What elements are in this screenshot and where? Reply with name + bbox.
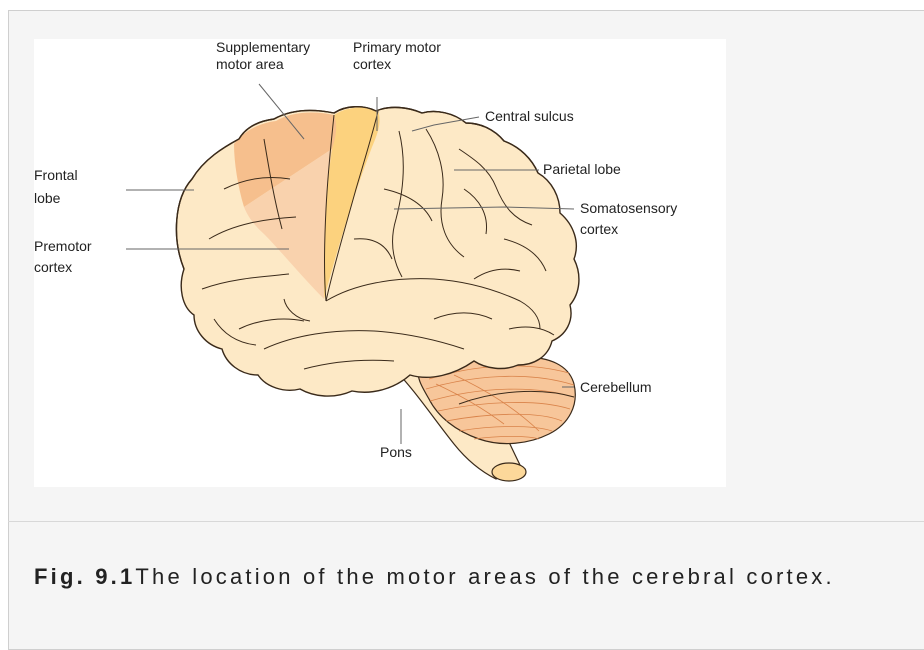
label-somatosensory-cortex-line2: cortex	[580, 221, 618, 237]
brain-diagram: Supplementary motor area Primary motor c…	[34, 39, 726, 487]
label-somatosensory-cortex-line1: Somatosensory	[580, 200, 677, 216]
caption-text: The location of the motor areas of the c…	[135, 564, 834, 589]
brainstem-cut	[492, 463, 526, 481]
label-primary-motor-cortex-line2: cortex	[353, 56, 391, 72]
label-premotor-cortex-line2: cortex	[34, 259, 72, 275]
caption-figure-number: Fig. 9.1	[34, 564, 135, 589]
label-primary-motor-cortex-line1: Primary motor	[353, 39, 441, 55]
label-cerebellum: Cerebellum	[580, 379, 652, 395]
label-supplementary-motor-area-line2: motor area	[216, 56, 284, 72]
label-parietal-lobe: Parietal lobe	[543, 161, 621, 177]
figure-caption: Fig. 9.1The location of the motor areas …	[34, 564, 835, 590]
brain-illustration: Supplementary motor area Primary motor c…	[34, 39, 726, 487]
label-supplementary-motor-area-line1: Supplementary	[216, 39, 310, 55]
caption-divider	[8, 521, 924, 522]
label-premotor-cortex-line1: Premotor	[34, 238, 92, 254]
label-frontal-lobe-line2: lobe	[34, 190, 61, 206]
label-pons: Pons	[380, 444, 412, 460]
label-central-sulcus: Central sulcus	[485, 108, 574, 124]
label-frontal-lobe-line1: Frontal	[34, 167, 78, 183]
